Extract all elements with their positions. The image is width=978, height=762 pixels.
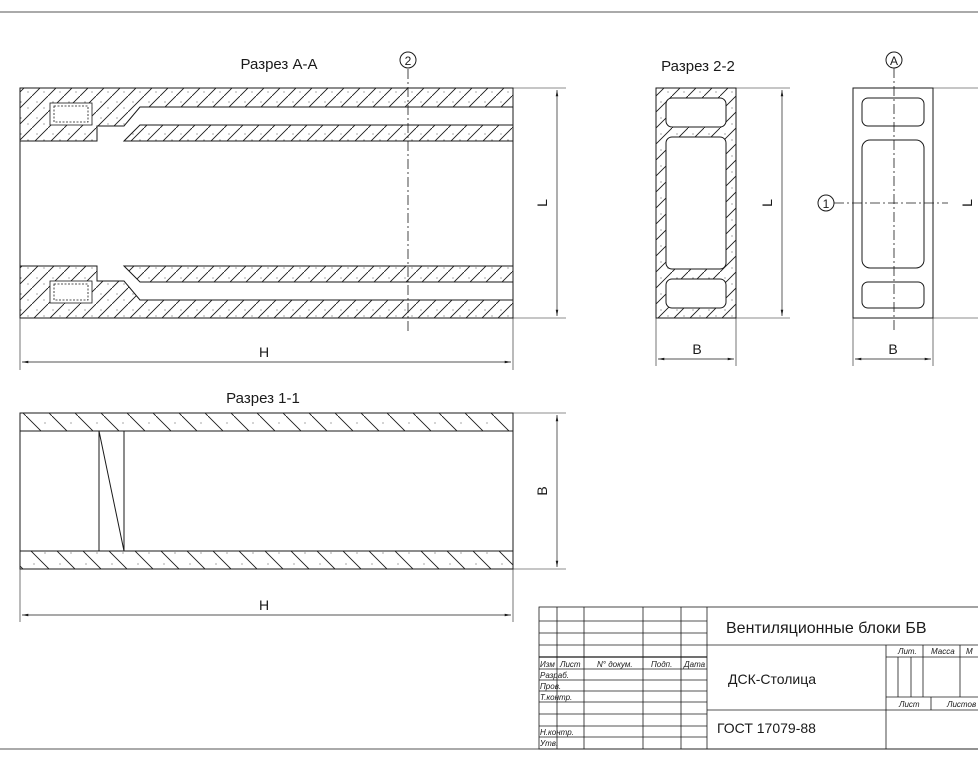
axis-mark-1: 1	[823, 197, 830, 211]
dim-l-end: L	[959, 199, 975, 207]
title-block-text: Вентиляционные блоки БВ ДСК-Столица ГОСТ…	[539, 620, 976, 748]
drawing-name: Вентиляционные блоки БВ	[726, 620, 927, 637]
axis-mark-2-circle	[399, 51, 417, 69]
sheet-label: Лист	[898, 700, 920, 709]
section-11-title: Разрез 1-1	[226, 390, 300, 407]
top-inner-wall	[122, 124, 514, 142]
partition	[98, 430, 125, 552]
row-razrab: Разраб.	[540, 671, 569, 680]
dim-b-end: B	[888, 341, 897, 357]
sheet-frame	[0, 11, 978, 750]
col-sign: Подп.	[651, 660, 672, 669]
sheets-label: Листов	[946, 700, 976, 709]
channel-main	[665, 136, 727, 270]
dim-b-22: B	[692, 341, 701, 357]
title-block	[538, 606, 978, 750]
bottom-inner-wall	[122, 265, 514, 283]
dim-h-aa: H	[259, 344, 269, 360]
dim-h-11: H	[259, 597, 269, 613]
row-prov: Пров.	[540, 682, 561, 691]
section-aa-outline	[19, 87, 514, 319]
axis-mark-2: 2	[405, 54, 412, 68]
section-11: Разрез 1-1 B H	[19, 390, 566, 622]
channel-top	[665, 97, 727, 128]
standard: ГОСТ 17079-88	[717, 720, 816, 736]
row-tkontr: Т.контр.	[540, 693, 572, 702]
section-11-bottom-wall	[19, 550, 514, 570]
row-utv: Утв.	[539, 739, 558, 748]
col-date: Дата	[683, 660, 706, 669]
end-view: А 1 L B	[817, 51, 978, 366]
mass-label: Масса	[931, 647, 955, 656]
section-aa: Разрез А-А 2 L H	[19, 51, 566, 370]
axis-mark-a: А	[890, 54, 898, 68]
lit-label: Лит.	[897, 647, 917, 656]
section-22: Разрез 2-2 L B	[655, 58, 790, 366]
row-nkontr: Н.контр.	[540, 728, 574, 737]
lifting-loop-bottom	[49, 280, 93, 304]
col-doc: N° докум.	[597, 660, 633, 669]
section-aa-title: Разрез А-А	[241, 56, 318, 73]
lifting-loop-top	[49, 102, 93, 126]
section-22-title: Разрез 2-2	[661, 58, 735, 75]
organization: ДСК-Столица	[728, 671, 816, 687]
dim-l-aa: L	[534, 199, 550, 207]
section-11-top-wall	[19, 412, 514, 432]
scale-label: М	[966, 647, 973, 656]
channel-bottom	[665, 278, 727, 309]
col-list: Лист	[559, 660, 581, 669]
dim-l-22: L	[759, 199, 775, 207]
col-izm: Изм	[540, 660, 555, 669]
dim-b-11: B	[534, 486, 550, 495]
